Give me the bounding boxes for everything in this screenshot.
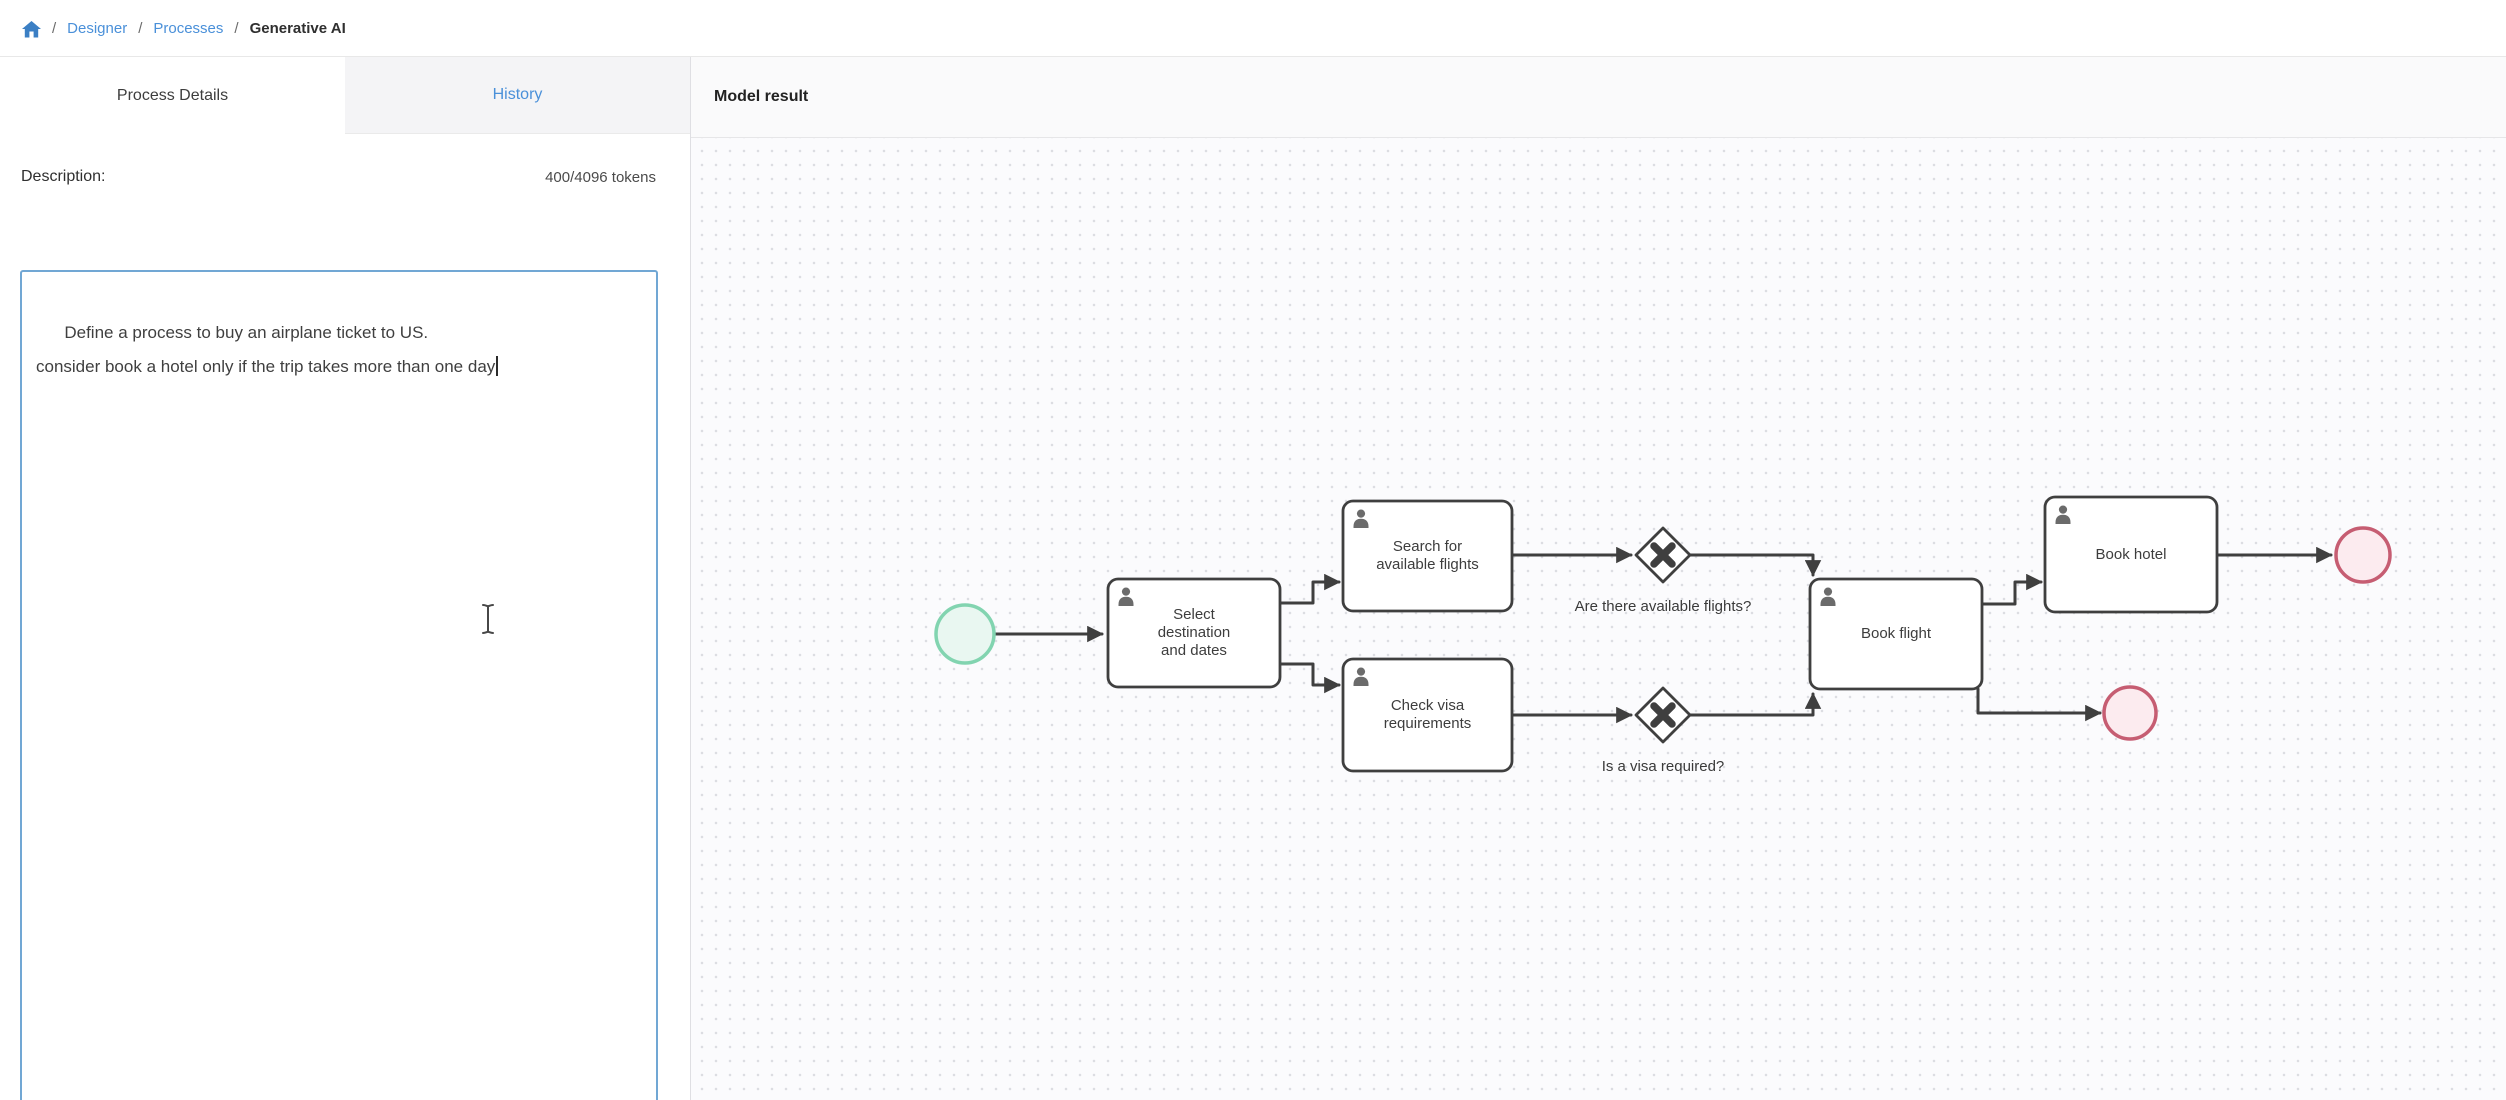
description-text: Define a process to buy an airplane tick… xyxy=(36,323,496,376)
bpmn-canvas[interactable]: Select destination and dates Search for … xyxy=(691,138,2506,1100)
task-check-visa[interactable] xyxy=(1341,657,1514,773)
breadcrumb-item-current: Generative AI xyxy=(249,19,346,37)
task-select-destination[interactable] xyxy=(1106,577,1282,689)
task-search-flights[interactable] xyxy=(1341,499,1514,613)
gateway-available-flights[interactable] xyxy=(1634,526,1692,584)
task-book-flight[interactable] xyxy=(1808,577,1984,691)
description-textarea[interactable]: Define a process to buy an airplane tick… xyxy=(20,270,658,1100)
task-book-hotel[interactable] xyxy=(2043,495,2219,614)
model-result-panel: Model result xyxy=(691,57,2506,1100)
model-result-header: Model result xyxy=(691,57,2506,138)
breadcrumb-separator: / xyxy=(234,19,239,37)
breadcrumb: / Designer / Processes / Generative AI xyxy=(0,0,2506,57)
breadcrumb-separator: / xyxy=(52,19,57,37)
description-label: Description: xyxy=(21,168,106,185)
start-event[interactable] xyxy=(934,603,996,665)
sequence-flows xyxy=(993,546,2333,724)
home-icon[interactable] xyxy=(22,20,41,38)
tab-bar: Process Details History xyxy=(0,57,690,134)
end-event-after-book-flight[interactable] xyxy=(2102,685,2158,741)
breadcrumb-item-designer[interactable]: Designer xyxy=(67,19,128,37)
model-result-title: Model result xyxy=(714,88,809,105)
process-details-panel: Process Details History Description: 400… xyxy=(0,57,691,1100)
tab-history[interactable]: History xyxy=(345,57,690,134)
tab-process-details[interactable]: Process Details xyxy=(0,57,345,134)
breadcrumb-separator: / xyxy=(138,19,143,37)
bpmn-diagram xyxy=(934,495,2392,773)
token-counter: 400/4096 tokens xyxy=(545,168,656,186)
gateway-visa-required[interactable] xyxy=(1634,686,1692,744)
text-caret xyxy=(496,356,499,376)
end-event-after-book-hotel[interactable] xyxy=(2334,526,2392,584)
breadcrumb-item-processes[interactable]: Processes xyxy=(153,19,224,37)
